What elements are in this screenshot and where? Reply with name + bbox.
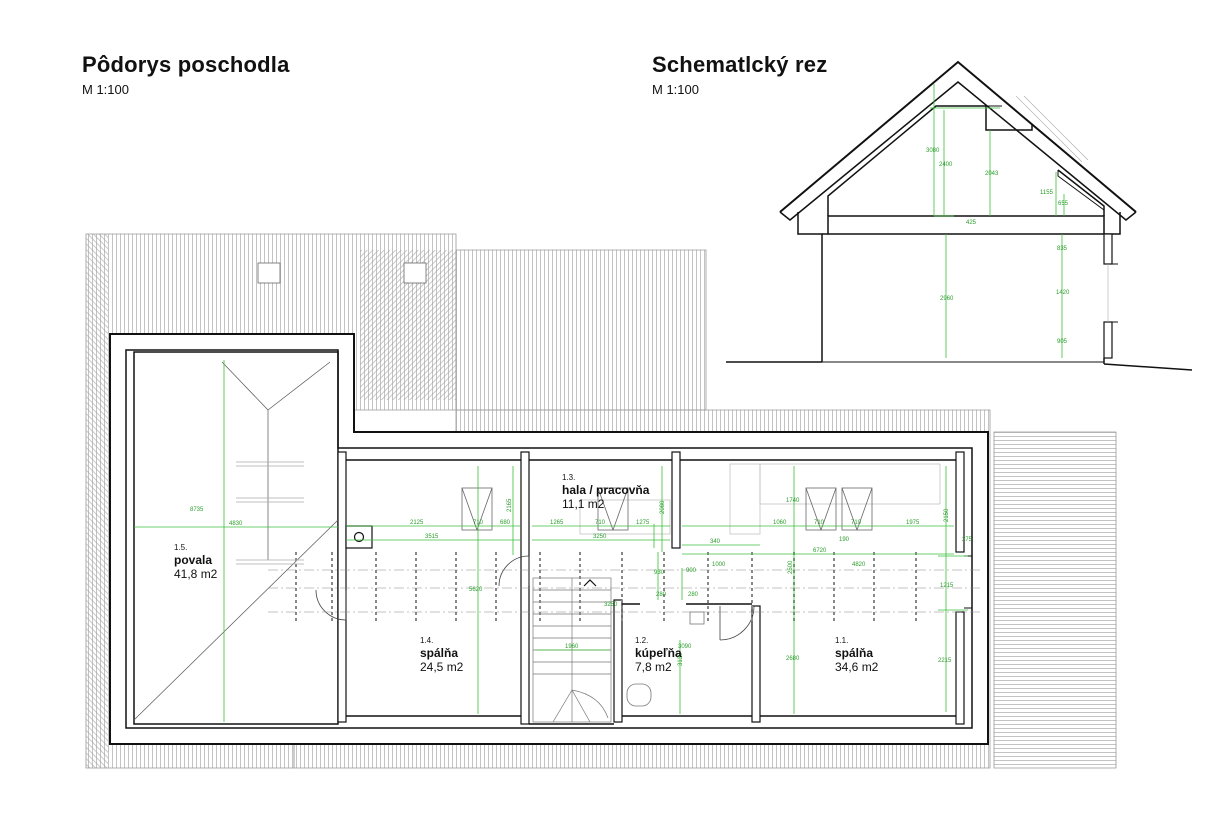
sec-dim-905: 905 [1057, 339, 1068, 345]
dim-1215: 1215 [940, 583, 954, 589]
dim-8735: 8735 [190, 507, 204, 513]
room-1-2-area: 7,8 m2 [635, 660, 672, 674]
dim-275: 275 [962, 537, 973, 543]
sec-dim-2043: 2043 [985, 171, 999, 177]
dim-710d: 710 [851, 520, 862, 526]
dim-1975: 1975 [906, 520, 920, 526]
room-1-5: 1.5. povala 41,8 m2 [174, 543, 218, 581]
floor-plan [109, 333, 989, 745]
dim-710a: 710 [473, 520, 484, 526]
dim-2500: 2500 [788, 560, 794, 574]
dim-4830: 4830 [229, 521, 243, 527]
plan-title: Pôdorys poschodla [82, 52, 290, 77]
room-1-1: 1.1. spálňa 34,6 m2 [835, 636, 879, 674]
plan-scale: M 1:100 [82, 82, 129, 97]
room-1-2-name: kúpeľňa [635, 646, 682, 660]
room-1-3-number: 1.3. [562, 473, 575, 482]
dim-2215: 2215 [938, 658, 952, 664]
room-1-4-number: 1.4. [420, 636, 433, 645]
dim-2150: 2150 [944, 508, 950, 522]
room-1-3-name: hala / pracovňa [562, 483, 650, 497]
dim-190: 190 [839, 537, 850, 543]
room-1-4-area: 24,5 m2 [420, 660, 464, 674]
plan-dimension-lines [134, 360, 968, 722]
room-1-5-number: 1.5. [174, 543, 187, 552]
sec-dim-3080: 3080 [926, 148, 940, 154]
dim-3515: 3515 [425, 534, 439, 540]
room-1-1-name: spálňa [835, 646, 873, 660]
dim-1265: 1265 [550, 520, 564, 526]
dim-1960: 1960 [565, 644, 579, 650]
room-1-4: 1.4. spálňa 24,5 m2 [420, 636, 464, 674]
dim-3130: 3130 [678, 652, 684, 666]
sec-dim-1155: 1155 [1040, 190, 1054, 196]
dim-930: 930 [654, 570, 665, 576]
dim-6720: 6720 [813, 548, 827, 554]
room-1-1-area: 34,6 m2 [835, 660, 879, 674]
room-1-4-name: spálňa [420, 646, 458, 660]
room-1-3: 1.3. hala / pracovňa 11,1 m2 [562, 473, 650, 511]
dim-680: 680 [500, 520, 511, 526]
sec-dim-835: 835 [1057, 246, 1068, 252]
room-1-1-number: 1.1. [835, 636, 848, 645]
dim-1060: 1060 [773, 520, 787, 526]
dim-1275: 1275 [636, 520, 650, 526]
dim-340: 340 [710, 539, 721, 545]
sec-dim-2960: 2960 [940, 296, 954, 302]
dim-900: 900 [686, 568, 697, 574]
sec-dim-2400: 2400 [939, 162, 953, 168]
dim-710b: 710 [595, 520, 606, 526]
room-1-2: 1.2. kúpeľňa 7,8 m2 [635, 636, 682, 674]
room-1-2-number: 1.2. [635, 636, 648, 645]
sec-dim-655: 655 [1058, 201, 1069, 207]
dim-2125: 2125 [410, 520, 424, 526]
room-1-3-area: 11,1 m2 [562, 497, 605, 511]
dim-3250a: 3250 [593, 534, 607, 540]
dim-280a: 280 [656, 592, 667, 598]
dim-3250b: 3250 [604, 602, 618, 608]
room-1-5-area: 41,8 m2 [174, 567, 218, 581]
dim-710c: 710 [814, 520, 825, 526]
schematic-section: 3080 2400 2043 1155 655 425 835 2960 142… [726, 60, 1193, 371]
dim-2680: 2680 [786, 656, 800, 662]
sec-dim-1420: 1420 [1056, 290, 1070, 296]
dim-2080: 2080 [660, 500, 666, 514]
dim-280b: 280 [688, 592, 699, 598]
dim-5620: 5620 [469, 587, 483, 593]
section-title: Schematlcký rez [652, 52, 828, 77]
sec-dim-425: 425 [966, 220, 977, 226]
room-1-5-name: povala [174, 553, 212, 567]
plan-dimension-labels: 8735 4830 2125 710 680 3515 2165 1265 71… [190, 498, 973, 666]
section-scale: M 1:100 [652, 82, 699, 97]
dim-4820: 4820 [852, 562, 866, 568]
dim-1000: 1000 [712, 562, 726, 568]
dim-1740: 1740 [786, 498, 800, 504]
dim-2165: 2165 [507, 498, 513, 512]
dim-3090: 3090 [678, 644, 692, 650]
